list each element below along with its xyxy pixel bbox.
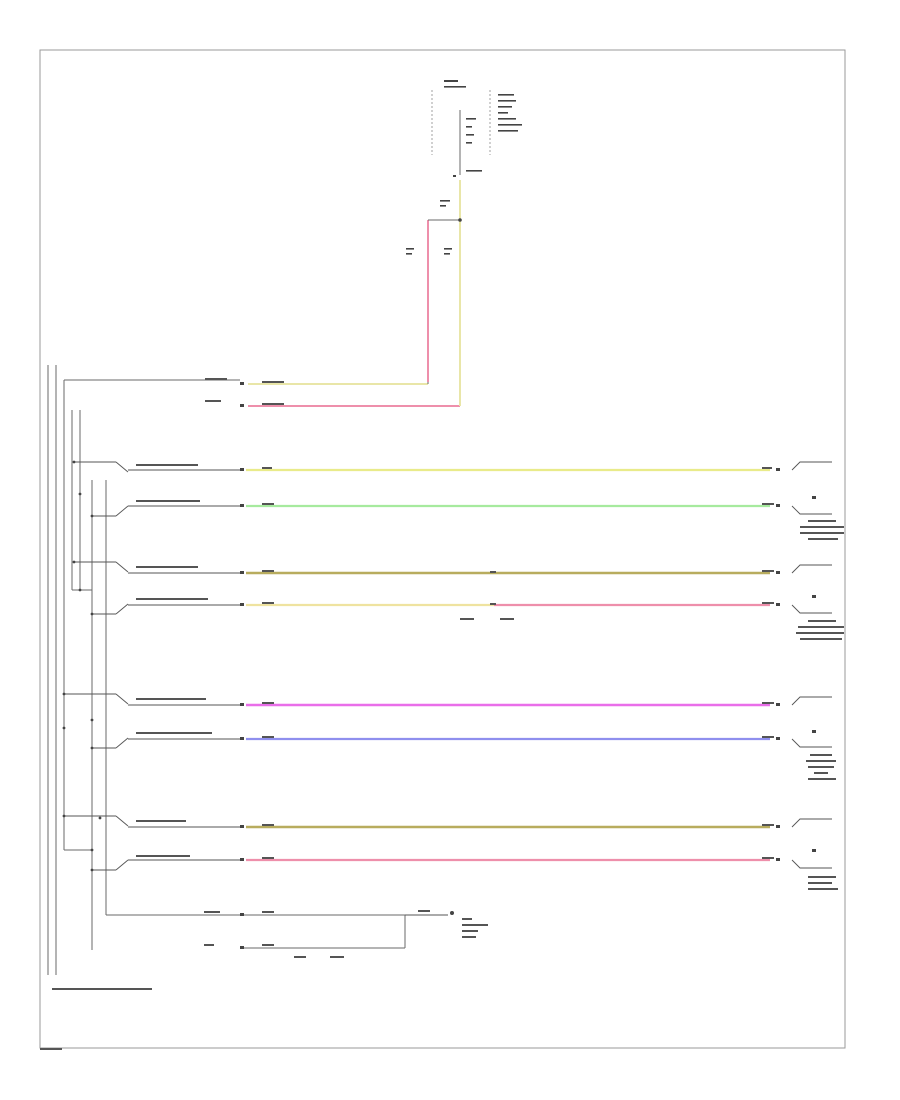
- label-marks: [40, 378, 844, 1050]
- left-bus: [47, 365, 406, 975]
- switch-contact-icon: [64, 461, 240, 871]
- feed-wires: [248, 180, 462, 407]
- ground-icon: [405, 911, 454, 916]
- right-components: [791, 461, 832, 869]
- top-connector: [431, 80, 522, 177]
- connector-pins: [240, 382, 780, 949]
- connector-pin-icon: [240, 382, 244, 949]
- diagram-frame: [39, 49, 846, 1049]
- switch-contacts: [62, 460, 240, 872]
- signal-wires: [246, 468, 770, 862]
